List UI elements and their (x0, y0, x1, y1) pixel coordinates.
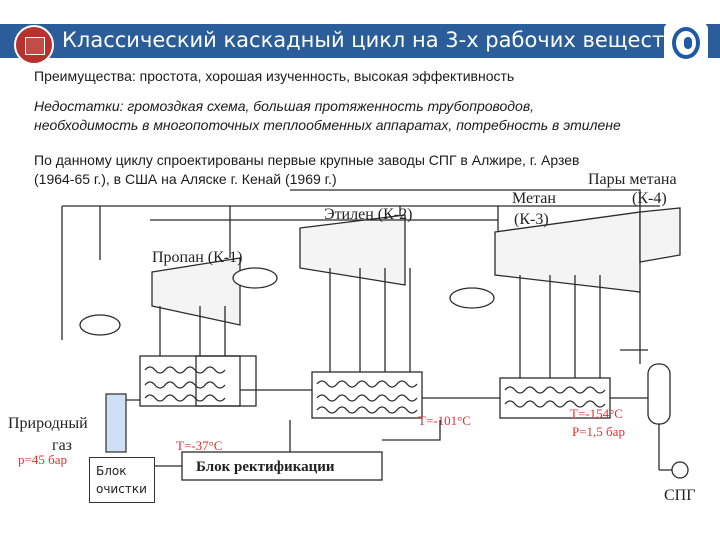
ethylene-temperature-label: Т=-101°С (418, 413, 471, 428)
purifier-column (105, 393, 127, 453)
lng-label: СПГ (664, 487, 695, 504)
purification-label-line-1: Блок (96, 464, 127, 478)
natural-gas-label-1: Природный (8, 415, 88, 432)
page-title: Классический каскадный цикл на 3-х рабоч… (62, 28, 702, 52)
gazprom-logo-icon (664, 23, 708, 63)
cascade-cycle-diagram: Пары метана (К-4) Метан (К-3) Этилен (К-… (8, 171, 695, 504)
propane-label: Пропан (К-1) (152, 249, 242, 266)
methane-vapor-compressor (639, 207, 681, 263)
rectification-label: Блок ректификации (196, 459, 335, 475)
inlet-pressure-label: p=45 бар (18, 452, 67, 467)
purification-label: Блок очистки (96, 462, 147, 498)
purification-block (89, 457, 155, 503)
projects-line-1: По данному циклу спроектированы первые к… (34, 152, 580, 168)
methane-vapors-k-label: (К-4) (632, 190, 667, 207)
title-bar (0, 24, 720, 58)
disadvantages-line-2: необходимость в многопоточных теплообмен… (34, 117, 621, 133)
methane-label: Метан (512, 190, 556, 207)
propane-compressor (151, 257, 241, 326)
propane-temperature-label: Т=-37°С (176, 438, 222, 453)
ethylene-label: Этилен (К-2) (324, 206, 412, 223)
header: Классический каскадный цикл на 3-х рабоч… (0, 0, 720, 65)
outlet-pressure-label: Р=1,5 бар (572, 424, 625, 439)
projects-line-2: (1964-65 г.), в США на Аляске г. Кенай (… (34, 171, 337, 187)
natural-gas-label-2: газ (52, 437, 72, 454)
methane-vapors-label: Пары метана (588, 171, 677, 188)
university-logo-icon (14, 25, 54, 65)
purification-label-line-2: очистки (96, 482, 147, 496)
advantages-text: Преимущества: простота, хорошая изученно… (34, 68, 515, 84)
disadvantages-line-1: Недостатки: громоздкая схема, большая пр… (34, 98, 535, 114)
ethylene-compressor (299, 214, 406, 286)
methane-k-label: (К-3) (514, 211, 549, 228)
methane-temperature-label: Т=-154°С (570, 406, 623, 421)
